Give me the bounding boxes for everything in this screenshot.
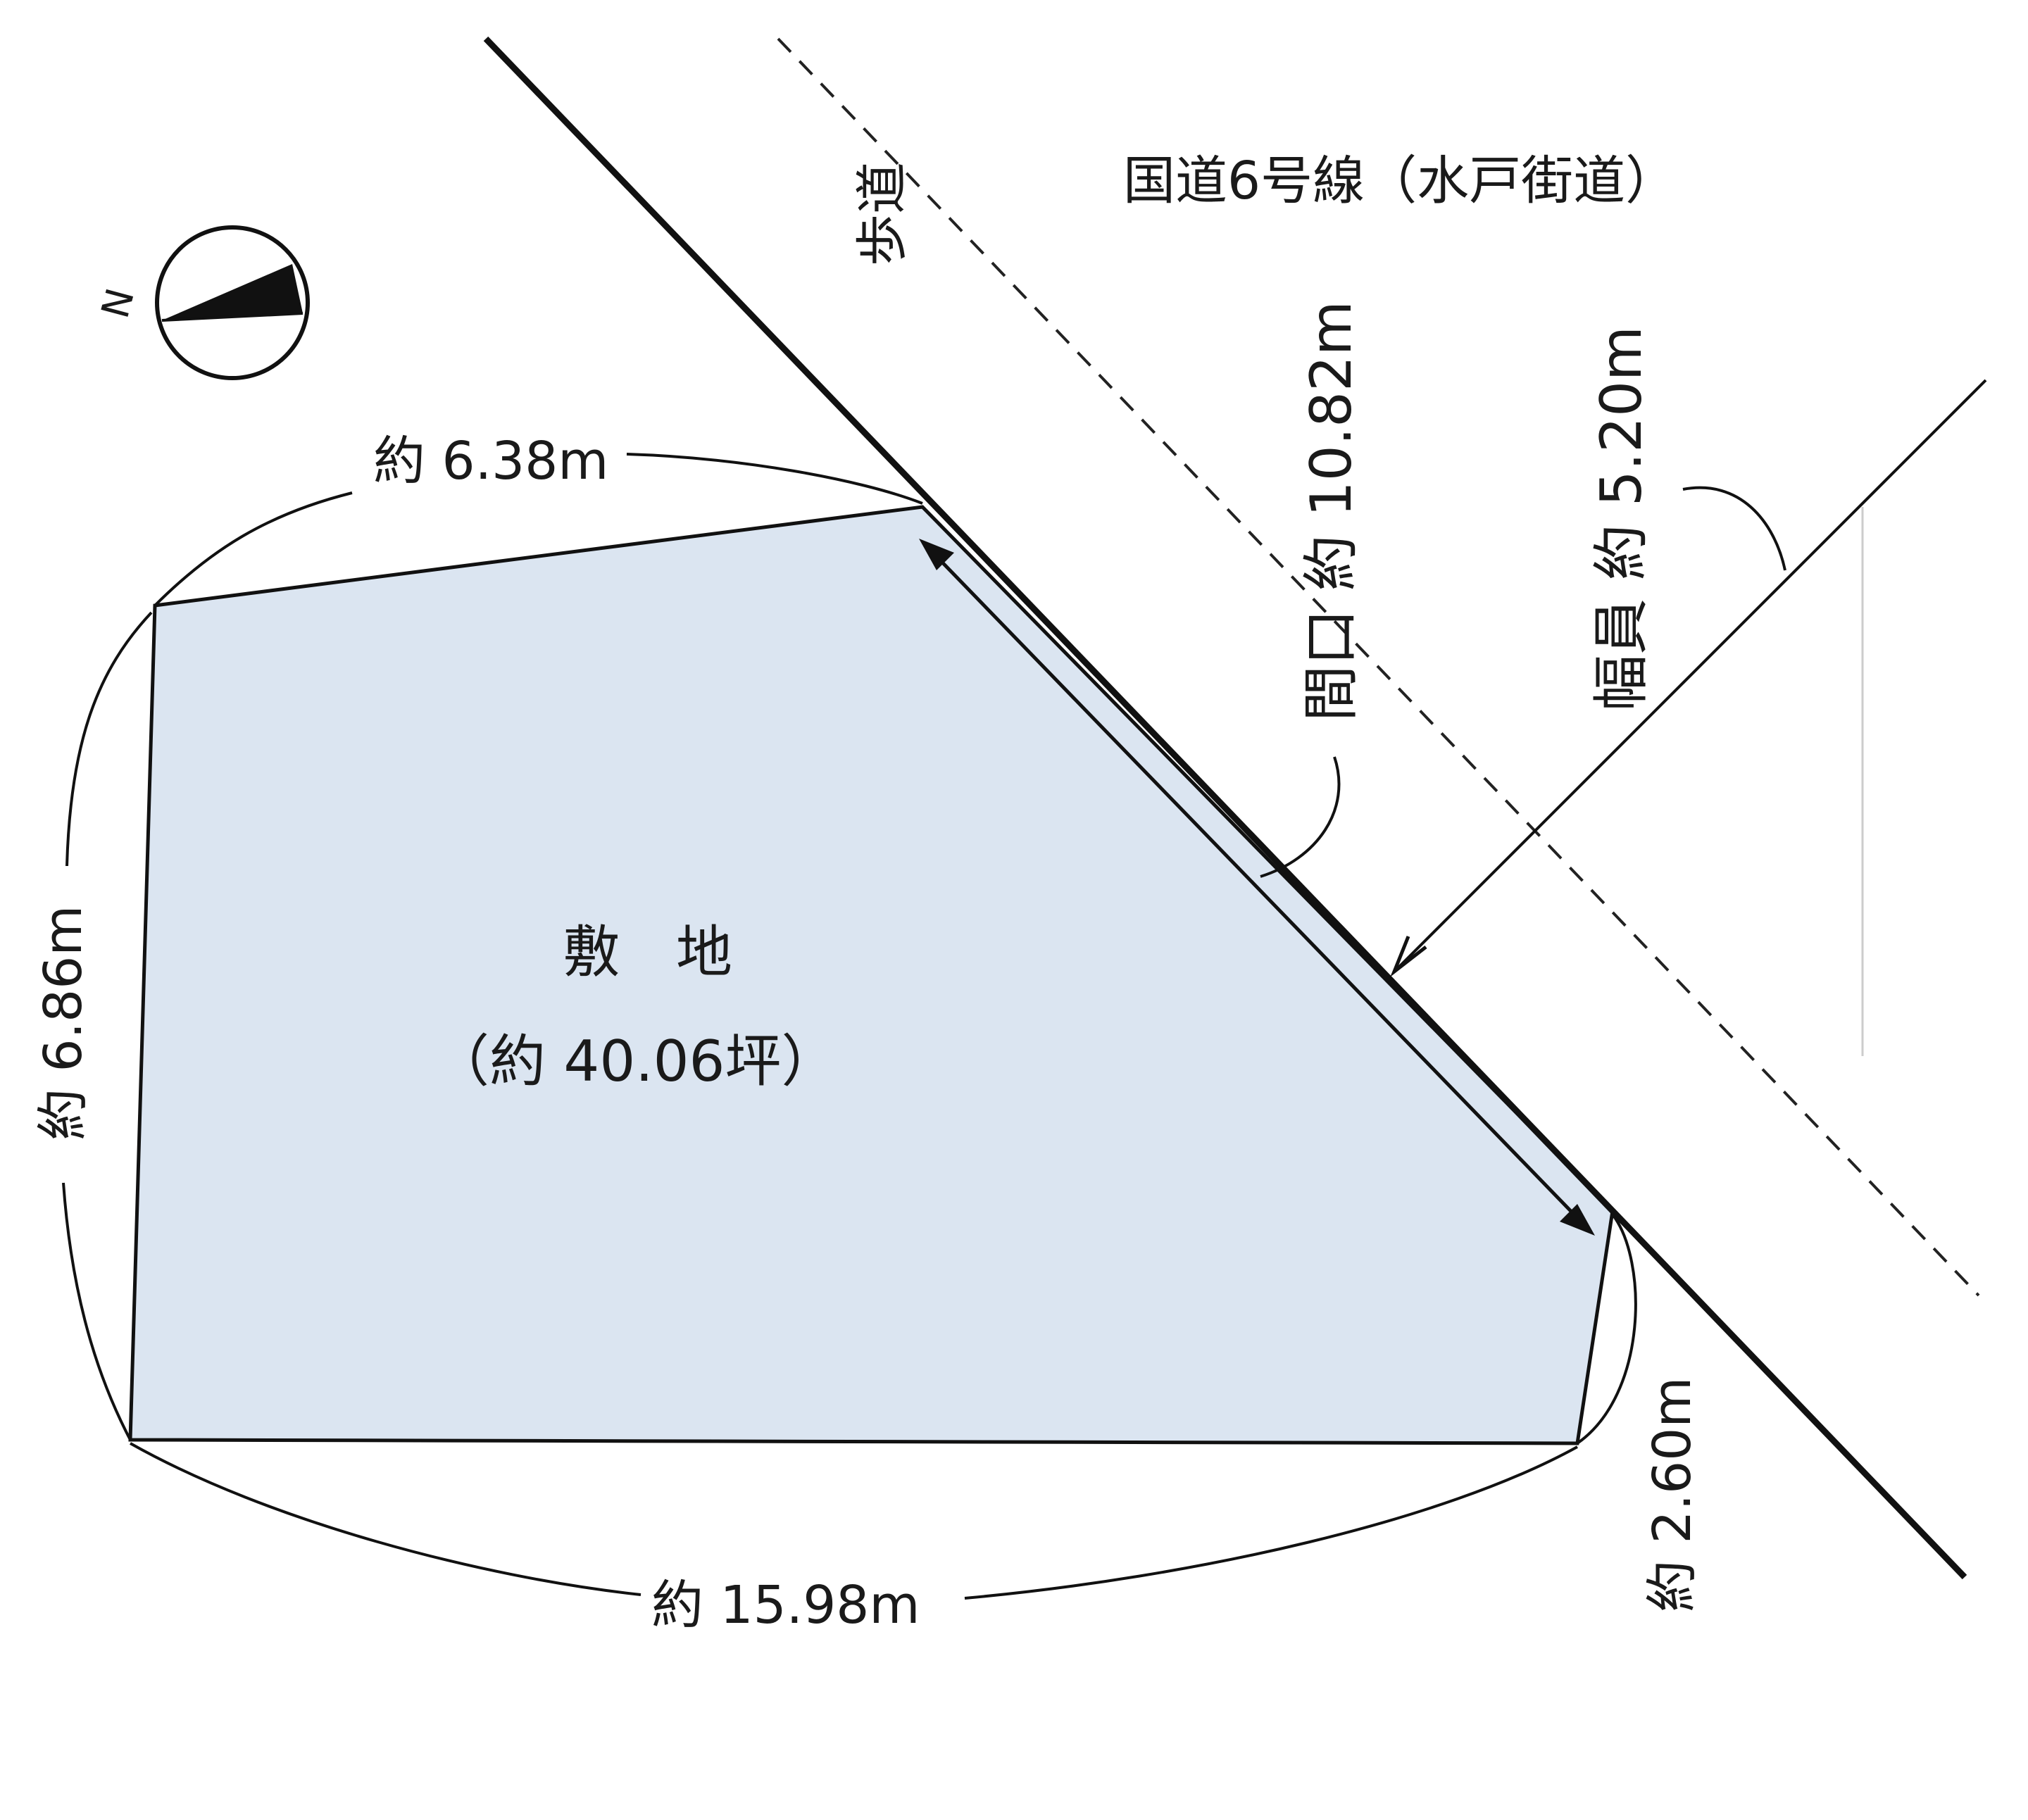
north-arrow-icon: N [93,225,310,380]
dim-arc-left [62,611,153,1441]
road-width-leader [1682,486,1786,571]
dim-arc-bottom [130,1442,1578,1600]
site-area-label: （約 40.06坪） [433,1029,837,1094]
dim-arc-right [1576,1213,1637,1445]
road-width-label: 幅員 約 5.20m [1589,326,1654,711]
road-name-label: 国道6号線（水戸街道） [1123,151,1677,211]
sidewalk-label: 歩道 [852,162,913,266]
site-title: 敷 地 [563,920,732,985]
dim-bottom-label: 約 15.98m [651,1575,920,1636]
road-dashed-line [777,37,1980,1297]
frontage-label: 間口 約 10.82m [1298,301,1364,722]
dim-left-label: 約 6.86m [33,905,94,1141]
dim-arc-top [154,453,923,607]
dim-right-label: 約 2.60m [1642,1377,1703,1612]
road-width-arrow [1390,379,1987,977]
compass-north-label: N [93,284,143,322]
dim-top-label: 約 6.38m [373,431,608,491]
frontage-arrow [919,539,1595,1236]
site-area [128,505,1615,1445]
frontage-leader [1260,756,1341,878]
road-boundary-line [483,36,1967,1580]
